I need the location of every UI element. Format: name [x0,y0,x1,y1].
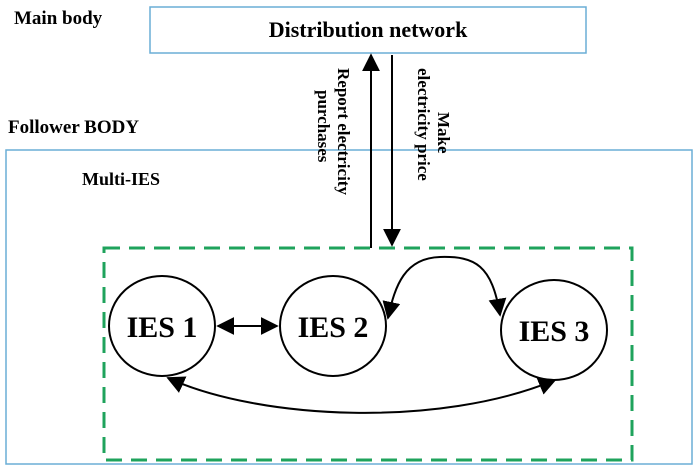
ies-1-label: IES 1 [127,311,198,344]
ies1-ies3-arrow [166,376,557,414]
multi-ies-label: Multi-IES [82,169,160,189]
main-body-label: Main body [14,8,103,29]
distribution-network-box [149,6,587,54]
electricity-price-label-line2: electricity price [414,68,433,181]
make-label-line1: Make [434,112,453,154]
multi-ies-dashed-box [102,246,634,462]
ies-2-node [279,275,387,377]
ies-2-label: IES 2 [298,311,369,344]
report-electricity-label-line1: Report electricity [334,68,353,195]
distribution-network-label: Distribution network [269,17,468,42]
ies2-ies3-arrow [382,255,507,320]
follower-body-label: Follower BODY [8,117,139,138]
follower-body-box [5,149,693,465]
ies-1-node [108,275,216,377]
report-purchases-label-line2: purchases [314,90,333,163]
ies-3-label: IES 3 [519,315,590,348]
